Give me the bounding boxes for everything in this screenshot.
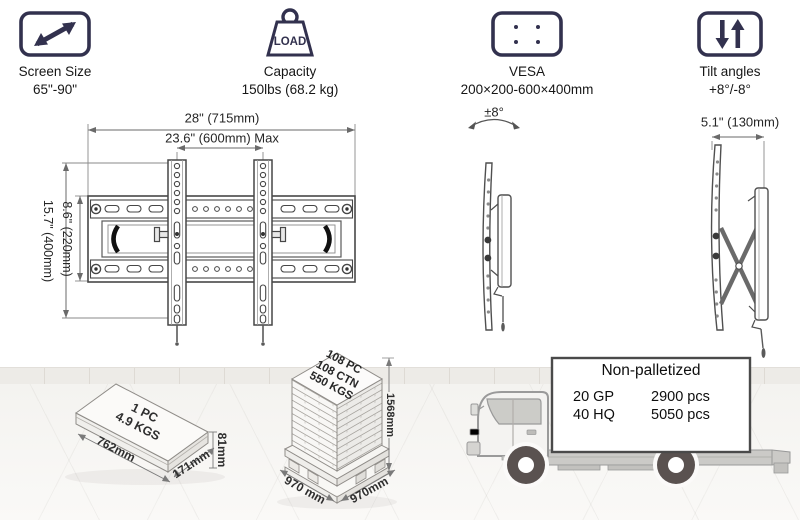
carton-drawing [65,383,225,485]
spec-value: 150lbs (68.2 kg) [241,82,339,97]
tilt-arrows-icon [664,8,796,58]
truck-drawing [466,356,791,488]
container-qty: 2900 pcs [651,389,710,405]
spec-value: +8°/-8° [709,82,751,97]
dim-depth: 5.1" (130mm) [700,114,780,130]
container-type: 20 GP [573,389,615,405]
dim-height-inner: 8.6" (220mm) [60,201,74,277]
side-view-drawing [468,118,520,332]
container-qty: 5050 pcs [651,407,710,423]
svg-text:LOAD: LOAD [274,36,307,48]
vesa-pattern-icon [438,8,616,58]
dim-tilt-angle: ±8° [484,104,504,120]
container-loading-info: Non-palletized 20 GP 2900 pcs 40 HQ 5050… [554,362,748,423]
spec-value: 65"-90" [32,82,78,97]
pallet-drawing [277,352,397,509]
screen-size-icon [8,8,102,58]
dim-width-inner: 23.6" (600mm) Max [165,130,279,146]
profile-view-drawing [710,134,769,358]
container-type: 40 HQ [573,407,615,423]
spec-label: VESA [508,64,546,79]
spec-label: Capacity [263,64,317,79]
carton-height: 81mm [215,432,229,468]
spec-value: 200×200-600×400mm [460,82,594,97]
spec-tilt: Tilt angles +8°/-8° [664,8,796,97]
pallet-height: 1568mm [384,392,396,438]
spec-label: Screen Size [18,64,92,79]
front-view-drawing [62,124,356,346]
load-weight-icon: LOAD [228,8,352,58]
spec-label: Tilt angles [699,64,761,79]
spec-capacity: LOAD Capacity 150lbs (68.2 kg) [228,8,352,97]
container-title: Non-palletized [601,362,701,379]
dim-width-outer: 28" (715mm) [184,110,260,126]
dim-height-outer: 15.7" (400mm) [41,199,55,283]
spec-vesa: VESA 200×200-600×400mm [438,8,616,97]
spec-screen-size: Screen Size 65"-90" [8,8,102,97]
